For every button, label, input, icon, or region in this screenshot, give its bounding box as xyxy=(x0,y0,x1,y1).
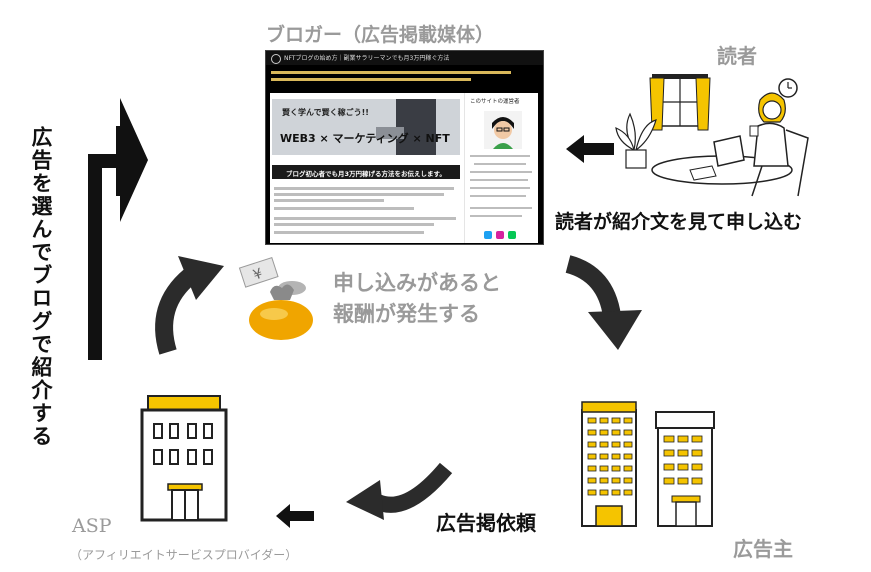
up-right-arrow-icon xyxy=(88,90,152,366)
line-icon xyxy=(508,231,516,239)
hero-tagline: 賢く学んで賢く稼ごう!! xyxy=(282,108,369,117)
asp-label: ASP xyxy=(72,515,112,537)
instagram-icon xyxy=(496,231,504,239)
hero-heading: WEB3 × マーケティング × NFT xyxy=(280,132,450,145)
yen-card-icon: ¥ xyxy=(238,256,282,294)
ad-request-text: 広告掲依頼 xyxy=(436,511,536,535)
small-arrow-left-icon xyxy=(276,503,316,533)
blog-header: NFTブログの始め方｜副業サラリーマンでも月3万円稼ぐ方法 xyxy=(266,51,543,65)
left-vertical-text: 広告を選んでブログで紹介する xyxy=(29,126,53,448)
advertiser-buildings-icon xyxy=(576,398,716,534)
arrow-left-icon xyxy=(566,133,616,169)
asp-building-icon xyxy=(136,392,232,526)
article-title: ブログ初心者でも月3万円稼げる方法をお伝えします。 xyxy=(286,170,446,178)
money-bag-icon xyxy=(244,278,318,346)
reader-action-text: 読者が紹介文を見て申し込む xyxy=(555,211,803,233)
asp-sublabel: （アフィリエイトサービスプロバイダー） xyxy=(70,548,298,562)
blog-screenshot: NFTブログの始め方｜副業サラリーマンでも月3万円稼ぐ方法 賢く学んで賢く稼ごう… xyxy=(265,50,544,245)
author-avatar-icon xyxy=(484,111,522,149)
reader-illustration-icon xyxy=(612,70,817,200)
blog-hero-image: 賢く学んで賢く稼ごう!! WEB3 × マーケティング × NFT xyxy=(272,99,460,155)
article-title-bar: ブログ初心者でも月3万円稼げる方法をお伝えします。 xyxy=(272,165,460,179)
blog-header-subtext xyxy=(271,69,536,81)
twitter-icon xyxy=(484,231,492,239)
sidebar-title: このサイトの運営者 xyxy=(470,99,520,105)
advertiser-label: 広告主 xyxy=(733,537,793,561)
curved-arrow-up-icon xyxy=(150,248,230,362)
blogger-label: ブロガー（広告掲載媒体） xyxy=(266,24,495,46)
blog-content: 賢く学んで賢く稼ごう!! WEB3 × マーケティング × NFT ブログ初心者… xyxy=(270,93,538,243)
reward-line1: 申し込みがあると xyxy=(333,271,501,295)
curved-arrow-down-icon xyxy=(562,254,646,358)
blog-logo-icon xyxy=(271,54,281,64)
laptop-icon xyxy=(376,127,404,139)
blog-header-title: NFTブログの始め方｜副業サラリーマンでも月3万円稼ぐ方法 xyxy=(284,55,450,62)
reader-label: 読者 xyxy=(717,44,757,68)
reward-line2: 報酬が発生する xyxy=(333,302,480,326)
curved-arrow-left-icon xyxy=(344,460,454,526)
